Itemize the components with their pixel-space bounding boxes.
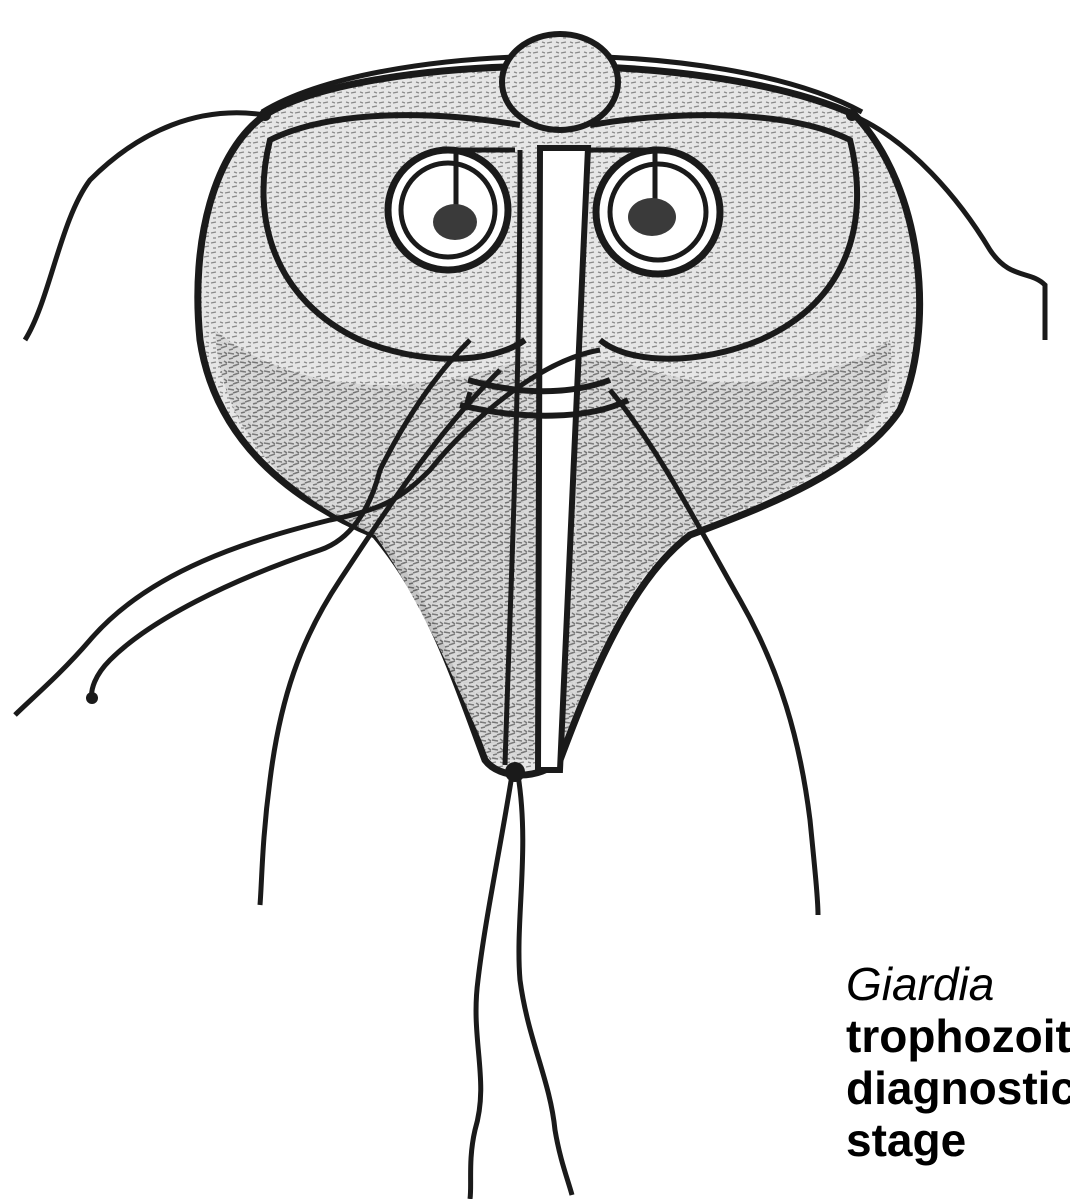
right-karyosome xyxy=(628,198,676,236)
figure-caption: Giardia trophozoite diagnostic stage xyxy=(846,958,1070,1166)
caption-line-1: trophozoite xyxy=(846,1010,1070,1062)
caudal-flagellum-left xyxy=(470,775,512,1199)
caption-line-3: stage xyxy=(846,1114,1070,1166)
caption-line-2: diagnostic xyxy=(846,1062,1070,1114)
caudal-basal-point xyxy=(505,762,525,782)
right-nucleus xyxy=(596,150,720,274)
left-karyosome xyxy=(433,204,477,240)
apical-bulb xyxy=(502,34,618,130)
caption-genus: Giardia xyxy=(846,958,1070,1010)
caudal-flagellum-right xyxy=(518,775,572,1195)
left-nucleus xyxy=(388,150,508,270)
